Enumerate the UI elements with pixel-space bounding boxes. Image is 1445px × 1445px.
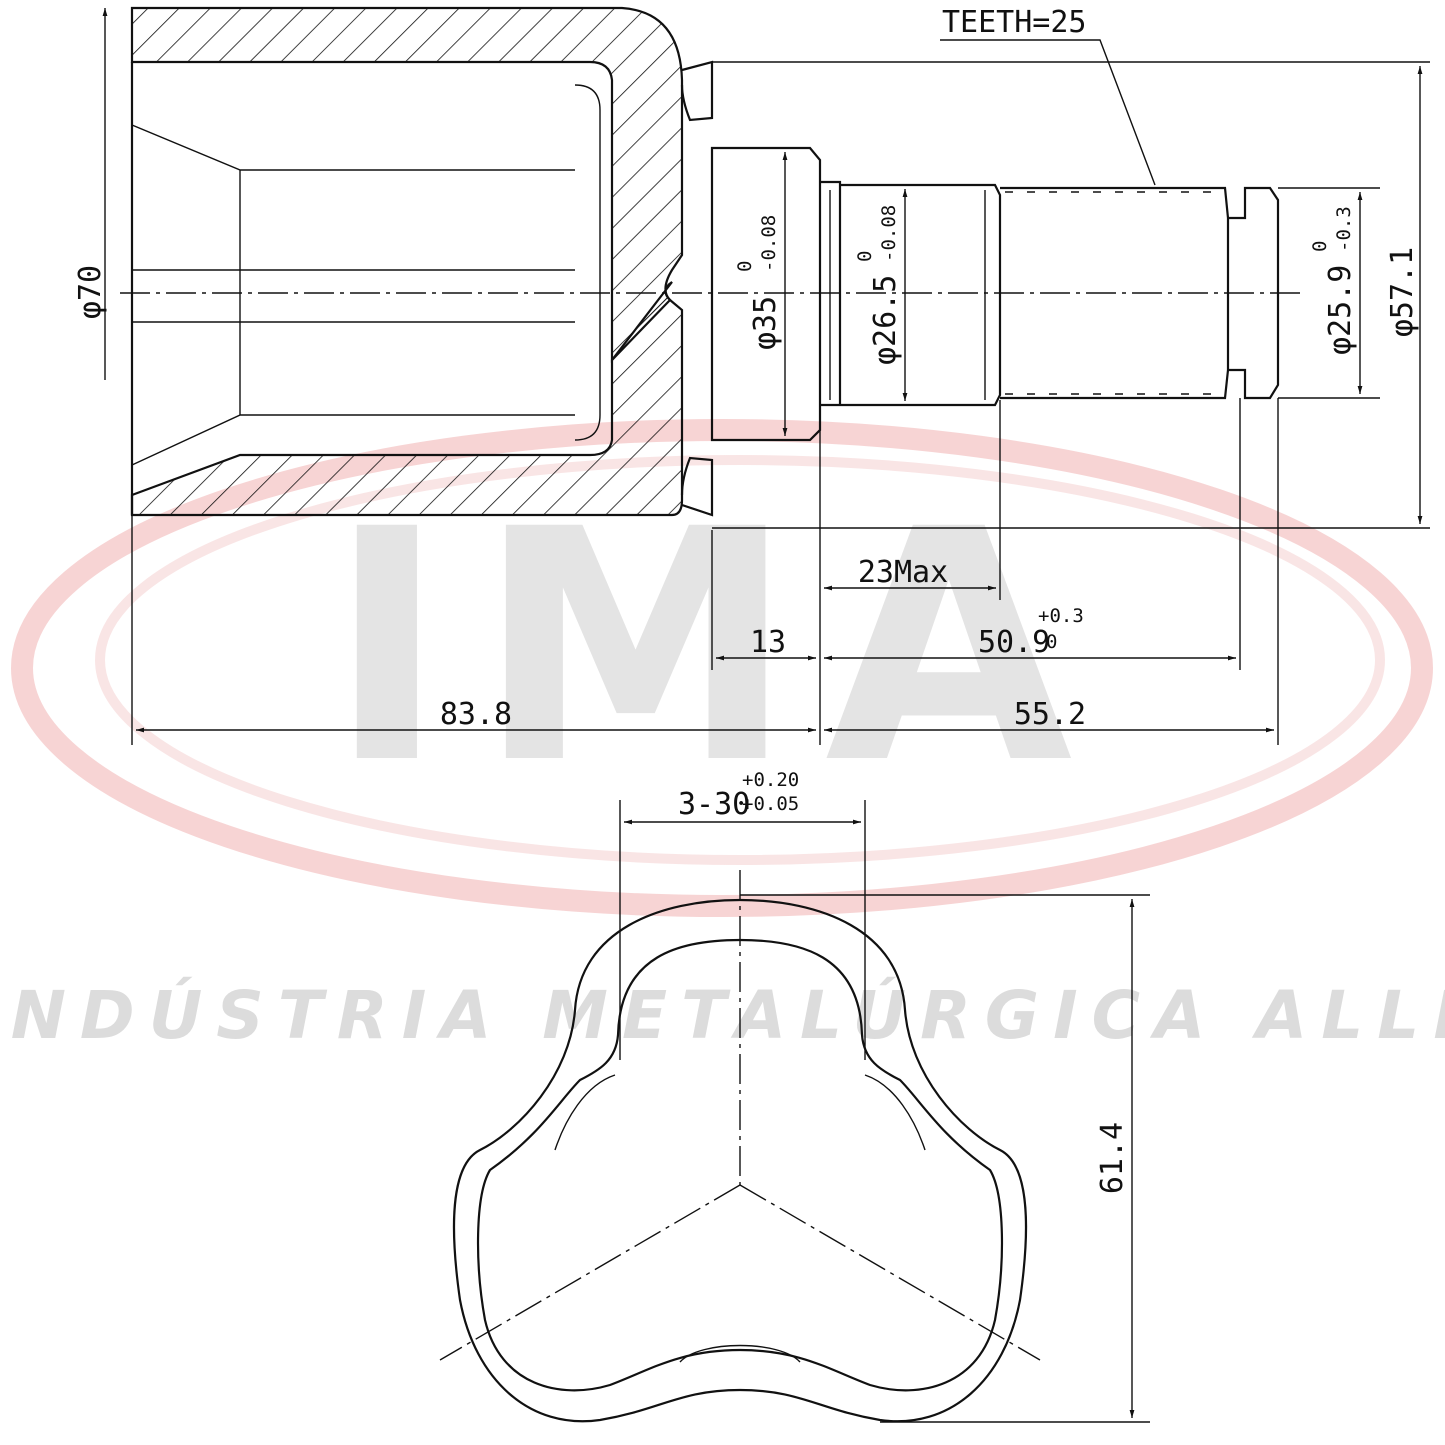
dim-50-9-tol-upper: +0.3 [1038,605,1084,627]
dim-23max: 23Max [858,555,948,590]
dim-83-8: 83.8 [440,697,512,732]
tripod-inner-profile [476,938,1004,1392]
seal-flange [680,60,714,517]
spline-teeth [1005,191,1222,395]
dim-50-9-group: 50.9 +0.3 0 [978,605,1084,660]
dim-ext-height [740,894,1150,1423]
shaft-fillet [829,190,986,400]
dim-13: 13 [750,625,786,660]
dim-shaft-tol-lower: -0.08 [878,205,900,262]
dim-collar: φ35 0 -0.08 [734,215,783,350]
watermark: IMA INDÚSTRIA METALÚRGICA ALLI [0,419,1445,1054]
housing-section-bottom [130,281,684,517]
end-view: 3-30 +0.20 +0.05 61.4 [439,769,1150,1423]
housing-section-top [130,6,684,363]
dim-shaft-dia: φ26.5 [868,275,903,365]
side-view: φ70 φ35 0 -0.08 φ26.5 0 -0.08 φ25.9 0 -0… [73,5,1430,745]
dim-shaft-tol-upper: 0 [854,251,876,262]
tripod-track-left [554,1074,616,1151]
dim-spline-tol-upper: 0 [1309,241,1331,252]
dim-tripod-group: 3-30 +0.20 +0.05 [678,769,799,822]
dim-tripod-tol-lower: +0.05 [742,793,799,815]
dim-collar-tol-upper: 0 [734,261,756,272]
dim-spline: φ25.9 0 -0.3 [1309,206,1358,355]
tripod-axis-left [439,1184,741,1361]
watermark-logo: IMA [327,462,1102,834]
dim-spline-tol-lower: -0.3 [1333,206,1355,252]
dim-housing-dia: φ70 [73,265,108,319]
dim-shaft: φ26.5 0 -0.08 [854,205,903,365]
dim-extension-lines [131,398,1279,745]
dim-seal-dia: φ57.1 [1385,247,1420,337]
teeth-leader [940,39,1156,186]
teeth-label: TEETH=25 [942,5,1087,40]
dim-spline-dia: φ25.9 [1323,265,1358,355]
dim-tripod: 3-30 [678,787,750,822]
watermark-swoosh-outer [11,419,1433,917]
housing-bore-inner-curve [574,84,601,441]
dim-height: 61.4 [1095,1122,1130,1194]
dim-collar-tol-lower: -0.08 [758,215,780,272]
tripod-track-right [864,1074,926,1151]
dim-collar-dia: φ35 [748,296,783,350]
spline [1000,186,1230,400]
dim-50-9: 50.9 [978,625,1050,660]
dim-tripod-tol-upper: +0.20 [742,769,799,791]
dim-55-2: 55.2 [1014,697,1086,732]
dim-ext-tripod [619,800,866,1060]
collar [710,146,822,442]
watermark-tagline: INDÚSTRIA METALÚRGICA ALLI [0,977,1445,1054]
tripod-axis-right [739,1184,1041,1361]
tripod-track-bottom [679,1344,801,1363]
watermark-swoosh-inner [95,455,1385,865]
dim-50-9-tol-lower: 0 [1046,631,1057,653]
tripod-outer-profile [452,898,1028,1423]
housing-bore-taper [131,124,575,466]
